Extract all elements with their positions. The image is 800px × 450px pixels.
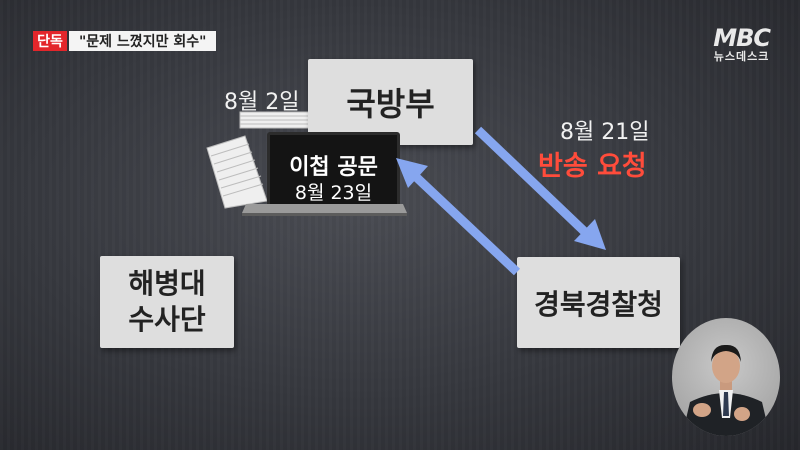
laptop-base [242, 204, 407, 216]
interpreter-figure [682, 344, 770, 436]
laptop-title: 이첩 공문 [289, 155, 378, 180]
marine-node-line1: 해병대 [128, 267, 206, 300]
arrow-defense-to-police [474, 126, 606, 250]
return-request-label: 반송 요청 [538, 151, 647, 182]
logo-program: 뉴스데스크 [713, 50, 770, 63]
marine-node-line2: 수사단 [128, 303, 206, 336]
exclusive-badge: 단독 [33, 31, 67, 51]
gyeongbuk-police-node: 경북경찰청 [517, 257, 680, 348]
broadcaster-logo: MBC 뉴스데스크 [713, 24, 771, 63]
headline-caption: "문제 느꼈지만 회수" [69, 31, 217, 51]
sign-language-interpreter [672, 318, 780, 436]
arrow-police-to-laptop [396, 158, 521, 276]
ministry-of-defense-node: 국방부 [308, 59, 473, 145]
logo-brand: MBC [713, 24, 771, 52]
marine-investigation-node: 해병대 수사단 [100, 256, 234, 348]
date-aug-21: 8월 21일 [560, 120, 650, 145]
date-aug-2: 8월 2일 [224, 90, 300, 115]
laptop-date: 8월 23일 [294, 182, 373, 204]
